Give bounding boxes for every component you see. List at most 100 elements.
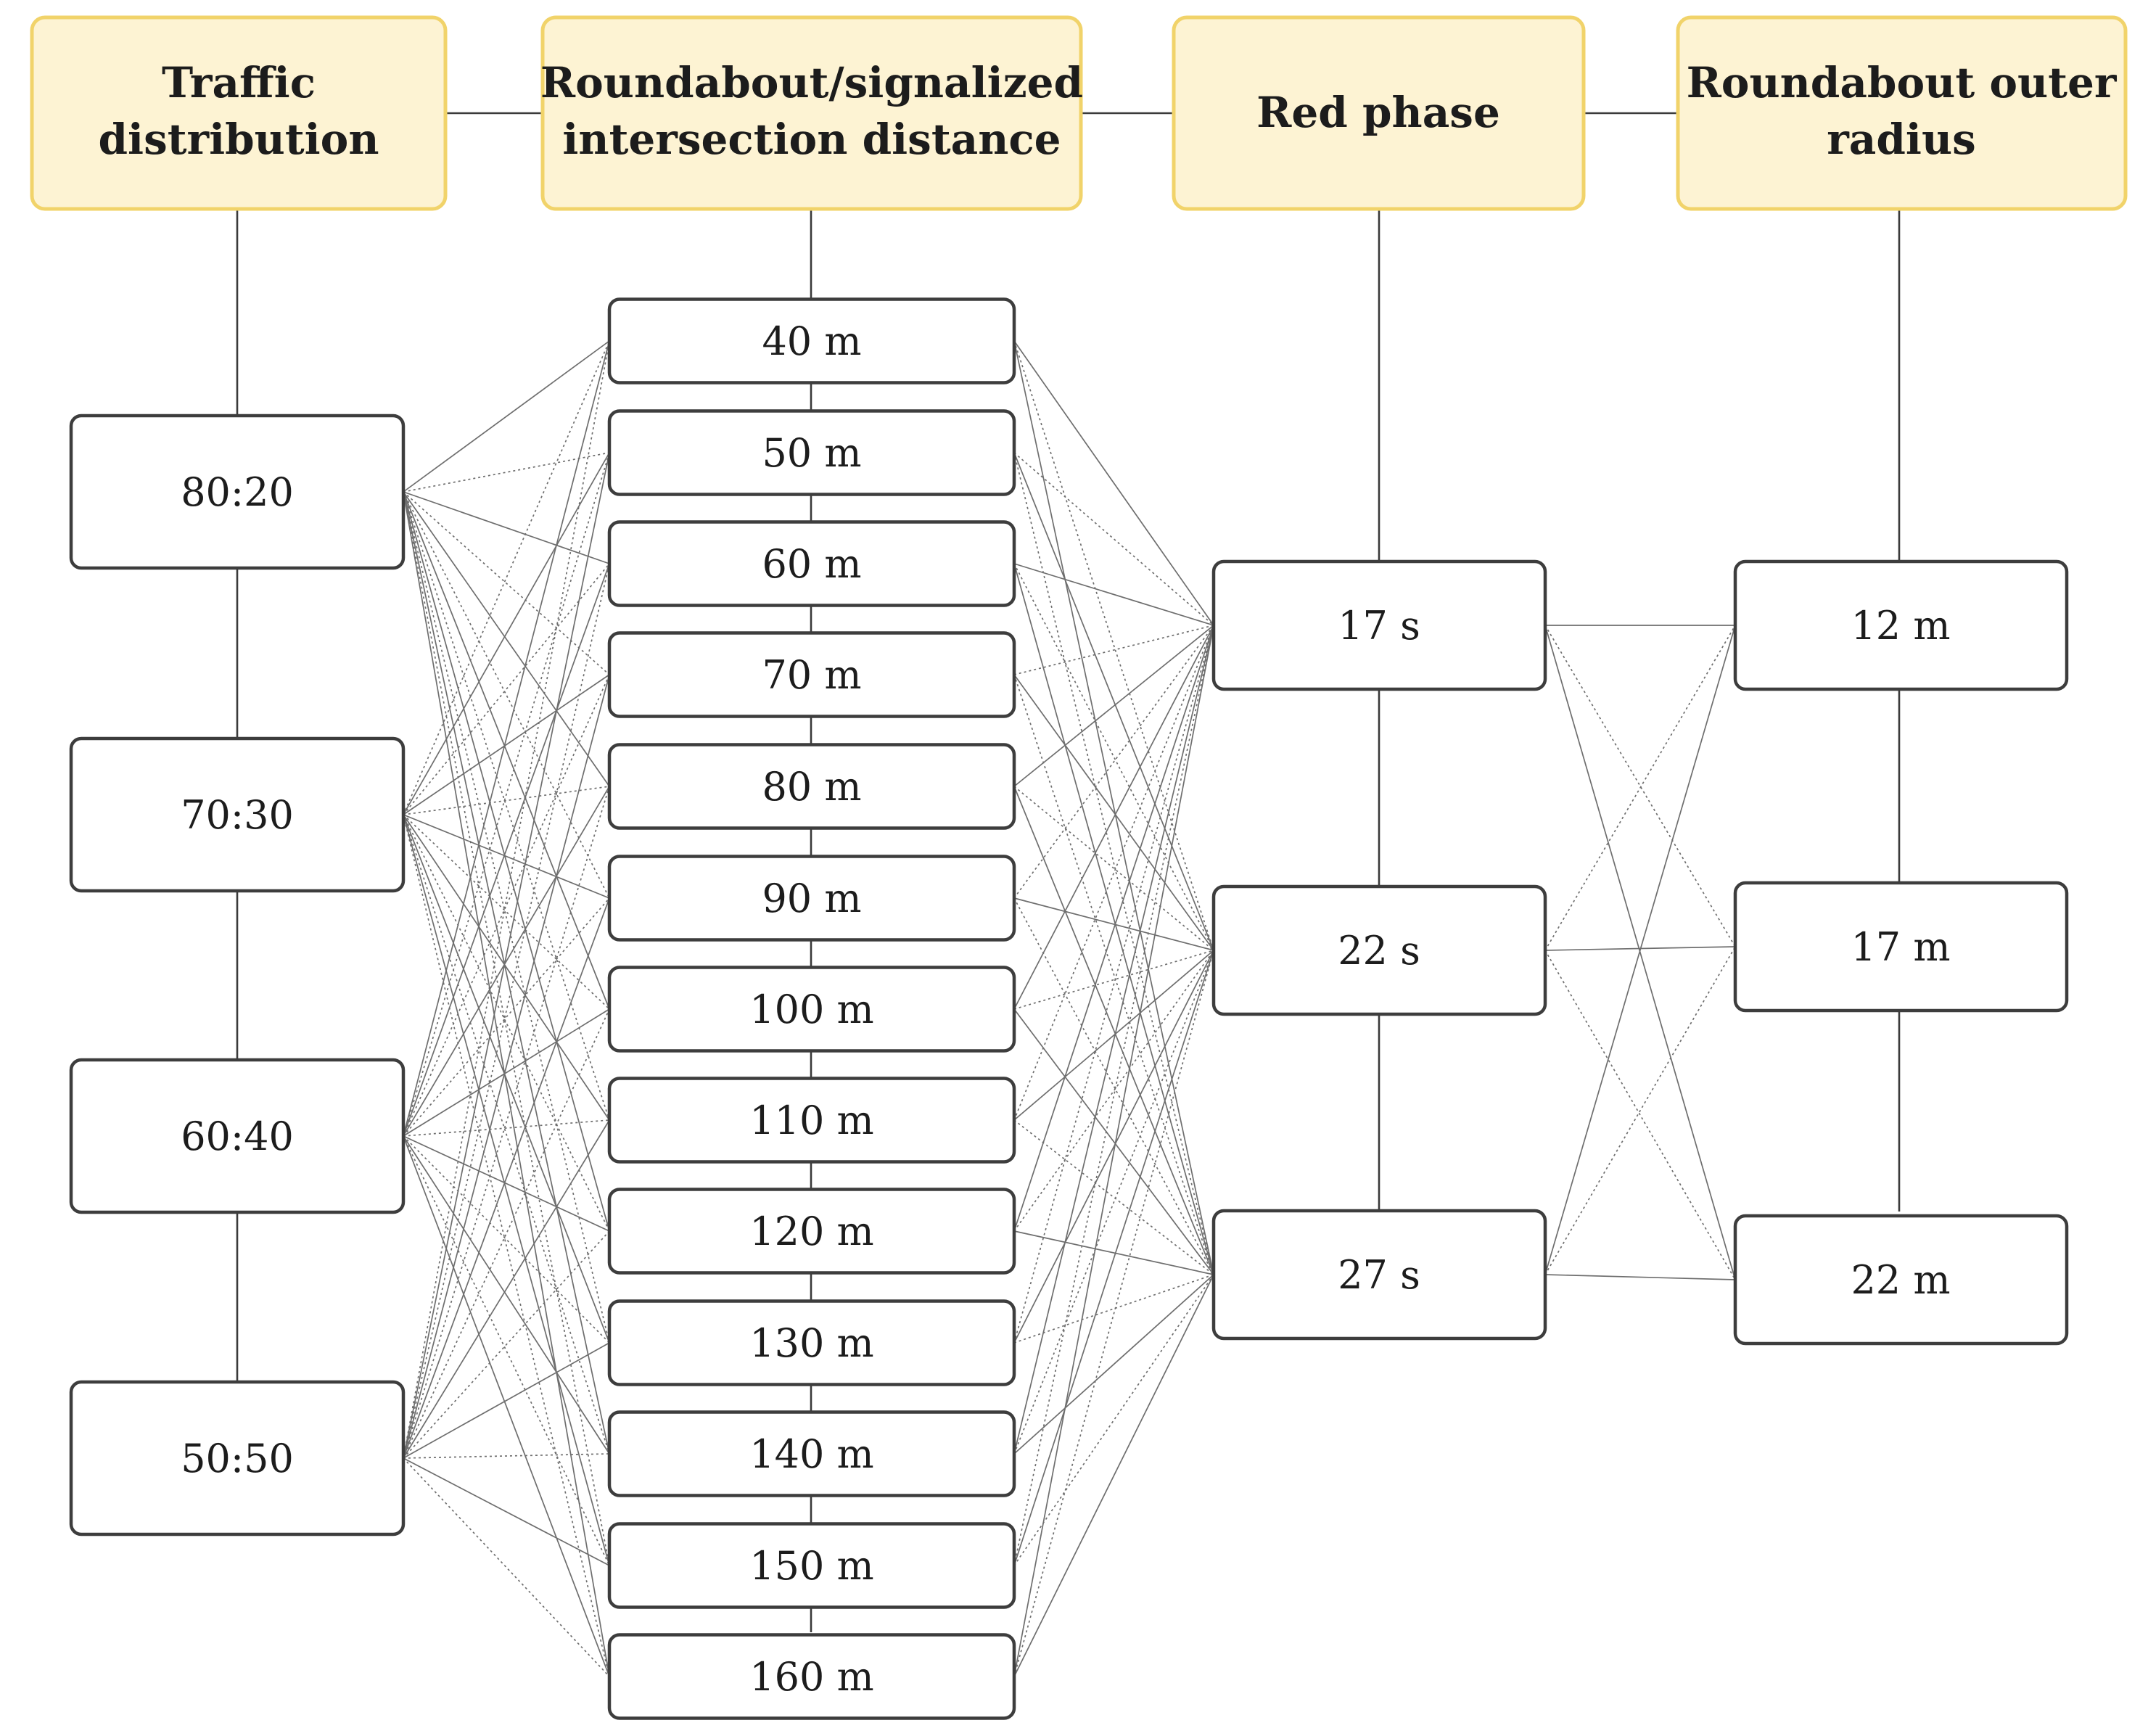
edge-distance-red: [1013, 950, 1214, 1566]
intersection-distance-node-label: 130 m: [749, 1320, 873, 1366]
edge-traffic-distance: [403, 491, 610, 787]
header-outer-radius: Roundabout outer radius: [1676, 15, 2128, 211]
outer-radius-node-label: 22 m: [1851, 1257, 1950, 1303]
edge-distance-red: [1013, 625, 1214, 1344]
edge-red-radius: [1544, 625, 1736, 1280]
outer-radius-node-box: [1733, 1214, 2069, 1346]
edge-distance-red: [1013, 625, 1214, 1010]
outer-radius-node-box: [1733, 559, 2069, 691]
edge-traffic-distance: [403, 897, 610, 1137]
intersection-distance-node: 50 m: [607, 409, 1016, 496]
edge-distance-red: [1013, 1274, 1214, 1677]
edge-traffic-distance: [403, 814, 610, 1677]
edge-traffic-distance: [403, 814, 610, 899]
header-radius-box: [1676, 15, 2128, 211]
edge-distance-red: [1013, 897, 1214, 951]
edge-distance-red: [1013, 340, 1214, 951]
header-traffic-line-1: Traffic: [162, 58, 316, 107]
intersection-distance-node-box: [607, 409, 1016, 496]
edge-traffic-distance: [403, 786, 610, 1459]
edge-traffic-distance: [403, 491, 610, 1232]
red-phase-node: 27 s: [1211, 1209, 1547, 1341]
intersection-distance-node: 150 m: [607, 1522, 1016, 1609]
edge-traffic-distance: [403, 340, 610, 493]
edge-distance-red: [1013, 674, 1214, 1275]
traffic-distribution-node-box: [69, 736, 406, 893]
edge-distance-red: [1013, 340, 1214, 626]
edge-traffic-distance: [403, 1135, 610, 1566]
intersection-distance-node-box: [607, 1522, 1016, 1609]
edge-red-radius: [1544, 625, 1736, 947]
outer-radius-node-box: [1733, 881, 2069, 1013]
edge-traffic-distance: [403, 1135, 610, 1455]
edge-distance-red: [1013, 950, 1214, 1344]
edge-red-radius: [1544, 946, 1736, 1275]
red-phase-node: 22 s: [1211, 884, 1547, 1016]
edge-traffic-distance: [403, 563, 610, 1137]
traffic-distribution-node-label: 70:30: [181, 792, 294, 838]
outer-radius-node: 22 m: [1733, 1214, 2069, 1346]
traffic-distribution-node: 70:30: [69, 736, 406, 893]
edge-distance-red: [1013, 452, 1214, 1275]
traffic-distribution-node-box: [69, 414, 406, 570]
edge-traffic-distance: [403, 814, 610, 1566]
edge-traffic-distance: [403, 491, 610, 1010]
intersection-distance-node-label: 160 m: [749, 1654, 873, 1700]
intersection-distance-node: 160 m: [607, 1633, 1016, 1720]
column-spines: [236, 210, 1901, 1632]
edge-distance-red: [1013, 1230, 1214, 1275]
edge-distance-red: [1013, 1119, 1214, 1275]
edge-traffic-distance: [403, 491, 610, 1455]
intersection-distance-node-box: [607, 631, 1016, 718]
intersection-distance-node-box: [607, 1410, 1016, 1497]
red-phase-node-label: 27 s: [1338, 1252, 1420, 1298]
intersection-distance-node-label: 110 m: [749, 1098, 873, 1143]
edge-traffic-distance: [403, 1119, 610, 1459]
header-traffic-box: [30, 15, 448, 211]
edge-distance-red: [1013, 625, 1214, 1455]
outer-radius-node: 17 m: [1733, 881, 2069, 1013]
edge-distance-red: [1013, 452, 1214, 626]
header-radius-line-1: Roundabout outer: [1687, 58, 2118, 107]
edge-distance-red: [1013, 1008, 1214, 1275]
edge-distance-red: [1013, 625, 1214, 899]
intersection-distance-node: 110 m: [607, 1077, 1016, 1164]
edge-traffic-distance: [403, 814, 610, 1455]
edge-traffic-distance: [403, 814, 610, 1344]
intersection-distance-node: 140 m: [607, 1410, 1016, 1497]
edge-distance-red: [1013, 625, 1214, 1677]
edge-traffic-distance: [403, 491, 610, 1566]
edge-distance-red: [1013, 950, 1214, 1010]
intersection-distance-node-box: [607, 743, 1016, 830]
edge-traffic-distance: [403, 1008, 610, 1137]
edge-traffic-distance: [403, 491, 610, 1344]
edge-traffic-distance: [403, 1135, 610, 1232]
edge-traffic-distance: [403, 1008, 610, 1459]
red-phase-node-label: 22 s: [1338, 928, 1420, 974]
edge-traffic-distance: [403, 814, 610, 1232]
red-phase-node-box: [1211, 559, 1547, 691]
header-distance-line-1: Roundabout/signalized: [540, 58, 1083, 107]
edge-traffic-distance: [403, 1119, 610, 1137]
intersection-distance-node: 130 m: [607, 1299, 1016, 1386]
edge-traffic-distance: [403, 340, 610, 1459]
intersection-distance-node-label: 150 m: [749, 1543, 873, 1589]
edge-traffic-distance: [403, 786, 610, 1137]
edge-distance-red: [1013, 674, 1214, 951]
edge-distance-red: [1013, 786, 1214, 1275]
intersection-distance-node-label: 140 m: [749, 1431, 873, 1477]
red-phase-node-box: [1211, 1209, 1547, 1341]
intersection-distance-node: 90 m: [607, 855, 1016, 942]
intersection-distance-node-label: 40 m: [762, 318, 861, 364]
edge-traffic-distance: [403, 340, 610, 815]
edge-traffic-distance: [403, 814, 610, 1010]
edge-red-radius: [1544, 625, 1736, 1275]
edge-distance-red: [1013, 452, 1214, 951]
red-phase-node-box: [1211, 884, 1547, 1016]
edge-distance-red: [1013, 563, 1214, 626]
intersection-distance-node-label: 90 m: [762, 876, 861, 921]
intersection-distance-node-label: 100 m: [749, 987, 873, 1032]
traffic-distribution-node-box: [69, 1058, 406, 1214]
traffic-distribution-node: 60:40: [69, 1058, 406, 1214]
combination-edges: [403, 340, 1736, 1677]
